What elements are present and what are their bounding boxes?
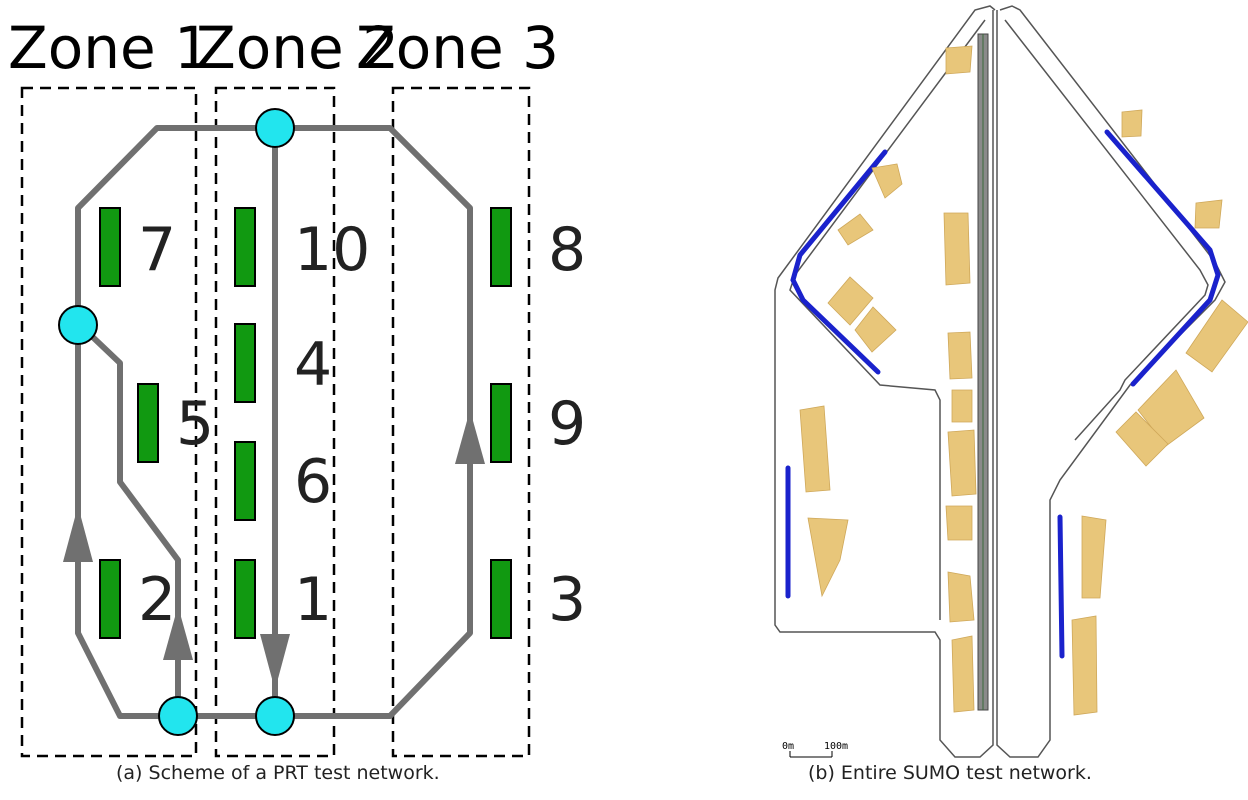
building <box>945 45 973 75</box>
stop-lane-right <box>1057 514 1065 659</box>
building <box>951 389 973 423</box>
building <box>947 571 975 623</box>
station-label-7: 7 <box>138 215 176 285</box>
zone-2-box <box>214 86 336 758</box>
building <box>943 212 971 286</box>
building <box>871 163 903 199</box>
building <box>947 331 973 380</box>
station-10 <box>234 207 256 287</box>
arrow-up-right <box>455 410 485 464</box>
node-top <box>255 108 295 148</box>
building <box>1081 515 1107 599</box>
node-left <box>58 305 98 345</box>
station-4 <box>234 323 256 403</box>
building <box>807 517 849 598</box>
arrow-up-left <box>63 506 93 562</box>
building <box>1071 615 1098 716</box>
station-3 <box>490 559 512 639</box>
track-network <box>75 125 473 719</box>
station-5 <box>137 383 159 463</box>
central-track <box>977 33 989 711</box>
outer-road-right <box>996 5 1226 758</box>
station-label-6: 6 <box>294 447 332 517</box>
building <box>837 213 874 246</box>
buildings <box>799 45 1248 716</box>
stop-lanes <box>785 129 1221 659</box>
zone-2-label: Zone 2 <box>196 14 399 82</box>
station-label-9: 9 <box>548 389 586 459</box>
building <box>799 405 831 493</box>
station-1 <box>234 559 256 639</box>
direction-arrows <box>63 410 485 690</box>
building <box>1115 411 1169 467</box>
node-bottom-center <box>255 696 295 736</box>
road-outline <box>774 5 1226 758</box>
stop-lane-upper-left <box>790 149 888 375</box>
arrow-up-inner <box>163 606 193 660</box>
node-bottom-left <box>158 696 198 736</box>
station-label-3: 3 <box>548 565 586 635</box>
stations <box>99 207 512 639</box>
building <box>827 276 874 326</box>
station-label-1: 1 <box>294 565 332 635</box>
zone-1-label: Zone 1 <box>8 14 211 82</box>
zone-1-box <box>20 86 198 758</box>
arrow-down-center <box>260 634 290 690</box>
caption-b: (b) Entire SUMO test network. <box>808 762 1092 784</box>
station-label-8: 8 <box>548 215 586 285</box>
scale-label-100m: 100m <box>824 741 848 752</box>
station-8 <box>490 207 512 287</box>
station-label-4: 4 <box>294 330 332 400</box>
building <box>947 429 977 497</box>
outer-road <box>774 5 996 758</box>
nodes <box>58 108 295 736</box>
station-7 <box>99 207 121 287</box>
zone-3-label: Zone 3 <box>356 14 559 82</box>
station-label-2: 2 <box>138 565 176 635</box>
prt-scheme-diagram: Zone 1 Zone 2 Zone 3 7 10 8 4 5 9 6 2 <box>8 14 586 758</box>
building <box>951 635 975 713</box>
building <box>854 306 897 353</box>
station-2 <box>99 559 121 639</box>
building <box>945 505 973 541</box>
scale-label-0m: 0m <box>782 741 794 752</box>
station-label-5: 5 <box>176 389 214 459</box>
building <box>1194 199 1223 229</box>
stop-lane-upper-right <box>1104 129 1221 387</box>
zone-3-box <box>391 86 531 758</box>
caption-a: (a) Scheme of a PRT test network. <box>116 762 440 784</box>
scale-bar: 0m 100m <box>782 741 848 758</box>
building <box>1185 299 1248 373</box>
inner-branch-track <box>77 322 181 716</box>
station-6 <box>234 441 256 521</box>
building <box>1121 109 1143 138</box>
inner-road-right <box>1004 19 1209 441</box>
station-label-10: 10 <box>294 215 370 285</box>
sumo-network-map: 0m 100m <box>774 5 1248 758</box>
station-9 <box>490 383 512 463</box>
